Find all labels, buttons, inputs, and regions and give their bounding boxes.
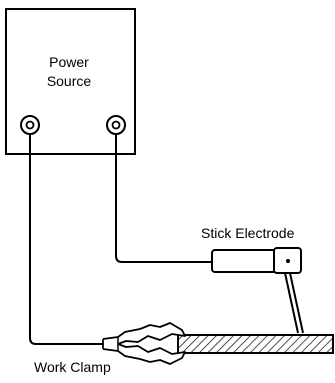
electrode-holder xyxy=(211,247,302,274)
power-source-label-line2: Source xyxy=(47,73,92,89)
workpiece xyxy=(177,334,334,354)
power-source: Power Source xyxy=(5,8,136,155)
stick-electrode xyxy=(284,272,304,334)
work-cable xyxy=(29,134,103,345)
terminal-icon xyxy=(20,115,40,135)
clamp-label: Work Clamp xyxy=(34,359,111,375)
power-source-label-line1: Power xyxy=(49,54,89,70)
electrode-label: Stick Electrode xyxy=(201,225,295,241)
terminal-icon xyxy=(106,115,126,135)
electrode-cable xyxy=(115,134,212,263)
work-clamp xyxy=(102,322,186,365)
